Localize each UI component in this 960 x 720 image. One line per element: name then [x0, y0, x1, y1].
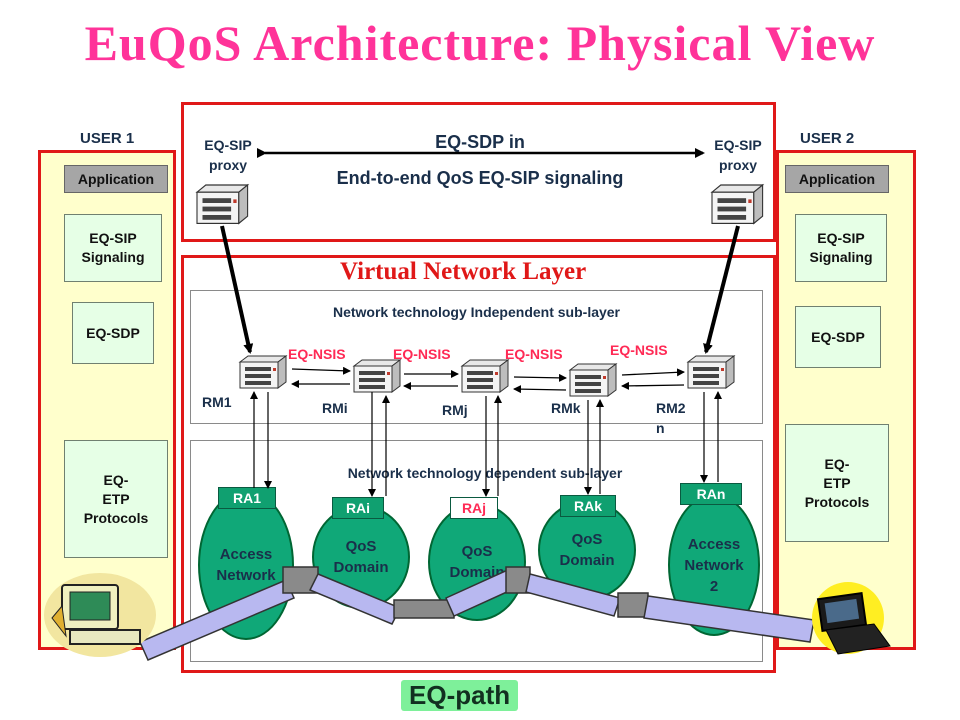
user2-sip-signaling: EQ-SIP Signaling — [795, 214, 887, 282]
eq-path-label: EQ-path — [401, 680, 519, 711]
independent-sublayer — [190, 290, 763, 424]
right-proxy-server-icon — [711, 184, 764, 224]
rak-label: RAk — [560, 495, 616, 517]
eq-path-tube — [139, 566, 815, 661]
rmj-server-icon — [461, 359, 509, 393]
left-proxy-server-icon — [196, 184, 249, 224]
rm1-label: RM1 — [202, 394, 232, 410]
rmk-label: RMk — [551, 400, 581, 416]
user1-application: Application — [64, 165, 168, 193]
user2-label: USER 2 — [800, 130, 855, 147]
rmk-server-icon — [569, 363, 617, 397]
rmi-label: RMi — [322, 400, 348, 416]
user1-label: USER 1 — [80, 130, 135, 147]
dependent-sublayer-label: Network technology dependent sub-layer — [347, 465, 623, 481]
ran-label: RAn — [680, 483, 742, 505]
user1-etp: EQ- ETP Protocols — [64, 440, 168, 558]
user2-sdp: EQ-SDP — [795, 306, 881, 368]
ra1-label: RA1 — [218, 487, 276, 509]
rmi-server-icon — [353, 359, 401, 393]
desktop-computer-icon — [44, 573, 156, 657]
virtual-network-title: Virtual Network Layer — [340, 258, 587, 285]
page-title: EuQoS Architecture: Physical View — [84, 15, 876, 71]
user1-sdp: EQ-SDP — [72, 302, 154, 364]
right-proxy-label: EQ-SIP proxy — [714, 137, 762, 173]
nsis-label-3: EQ-NSIS — [505, 346, 563, 362]
laptop-icon — [812, 582, 891, 655]
rm1-server-icon — [239, 355, 287, 389]
nsis-label-2: EQ-NSIS — [393, 346, 451, 362]
signaling-layer-box — [181, 102, 776, 242]
sdp-label: EQ-SDP in — [435, 132, 525, 152]
sip-label: End-to-end QoS EQ-SIP signaling — [336, 168, 624, 188]
raj-label: RAj — [450, 497, 498, 519]
nsis-label-1: EQ-NSIS — [288, 346, 346, 362]
left-proxy-label: EQ-SIP proxy — [204, 137, 252, 173]
rai-label: RAi — [332, 497, 384, 519]
independent-sublayer-label: Network technology Independent sub-layer — [332, 304, 621, 320]
rm2-server-icon — [687, 355, 735, 389]
user2-application: Application — [785, 165, 889, 193]
rm2-label: RM2 n — [656, 400, 686, 436]
rmj-label: RMj — [442, 402, 468, 418]
user2-etp: EQ- ETP Protocols — [785, 424, 889, 542]
user1-sip-signaling: EQ-SIP Signaling — [64, 214, 162, 282]
nsis-label-4: EQ-NSIS — [610, 342, 668, 358]
